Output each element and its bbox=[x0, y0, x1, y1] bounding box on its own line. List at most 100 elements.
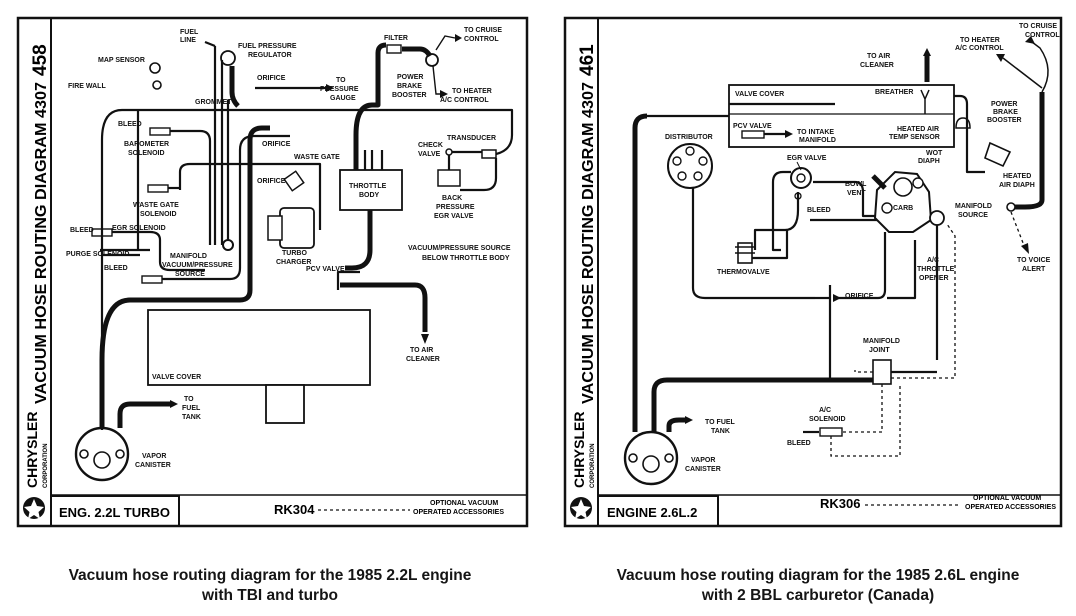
valve-cover bbox=[728, 84, 955, 148]
ac-throttle-opener bbox=[929, 210, 945, 226]
fuel-tank-arrowhead bbox=[685, 416, 693, 424]
cruise-arrowhead bbox=[455, 34, 462, 42]
heater-label-2: A/C CONTROL bbox=[955, 45, 1004, 52]
caption-right-line-1: Vacuum hose routing diagram for the 1985… bbox=[616, 567, 1020, 584]
back-pressure-label-3: EGR VALVE bbox=[434, 213, 474, 220]
bowl-vent-label-1: BOWL bbox=[845, 181, 867, 188]
to-gauge-label-2: PRESSURE bbox=[320, 86, 359, 93]
fuel-tank-label-2: TANK bbox=[711, 428, 730, 435]
pcv-label: PCV VALVE bbox=[733, 123, 772, 130]
map-sensor-label: MAP SENSOR bbox=[98, 57, 145, 64]
to-gauge-label-1: TO bbox=[336, 77, 346, 84]
turbo-label-1: TURBO bbox=[282, 250, 307, 257]
air-cleaner-arrowhead bbox=[421, 334, 429, 344]
back-pressure-label-2: PRESSURE bbox=[436, 204, 475, 211]
brake-label-3: BOOSTER bbox=[987, 117, 1022, 124]
barometer-label-1: BAROMETER bbox=[124, 141, 169, 148]
wot-label-2: DIAPH bbox=[918, 158, 940, 165]
breather-icon bbox=[920, 89, 930, 114]
pentastar-logo bbox=[23, 497, 45, 519]
pentastar-logo bbox=[570, 497, 592, 519]
diagram-number: 458 bbox=[30, 44, 51, 76]
heater-hose bbox=[1002, 57, 1043, 89]
cruise-label-1: TO CRUISE bbox=[1019, 23, 1057, 30]
pcv-valve bbox=[741, 130, 765, 139]
fuel-regulator-label-1: FUEL PRESSURE bbox=[238, 43, 297, 50]
check-valve-label-2: VALVE bbox=[418, 151, 441, 158]
to-gauge-label-3: GAUGE bbox=[330, 95, 356, 102]
heater-label-1: TO HEATER bbox=[452, 88, 492, 95]
brake-label-2: BRAKE bbox=[397, 83, 422, 90]
air-cleaner-arrowhead bbox=[923, 48, 931, 56]
valve-cover-label: VALVE COVER bbox=[152, 374, 201, 381]
heated-diaph-label-1: HEATED bbox=[1003, 173, 1031, 180]
manifold-joint bbox=[872, 359, 892, 385]
vacuum-source-label-1: VACUUM/PRESSURE SOURCE bbox=[408, 245, 511, 252]
bleed-label-3: BLEED bbox=[104, 265, 128, 272]
to-cruise-label-2: CONTROL bbox=[464, 36, 499, 43]
gauge-arrowhead bbox=[326, 84, 334, 92]
back-pressure-egr-valve bbox=[437, 169, 461, 187]
filter bbox=[386, 44, 402, 54]
caption-left-line-2: with TBI and turbo bbox=[201, 587, 339, 604]
engine-label: ENGINE 2.6L.2 bbox=[607, 505, 697, 520]
ac-solenoid-label-2: SOLENOID bbox=[809, 416, 846, 423]
wastegate-actuator bbox=[283, 170, 305, 192]
side-title: VACUUM HOSE ROUTING DIAGRAM 4307 bbox=[580, 82, 597, 404]
heated-diaph-label-2: AIR DIAPH bbox=[999, 182, 1035, 189]
fire-wall-label: FIRE WALL bbox=[68, 83, 106, 90]
fuel-tank-label-1: TO FUEL bbox=[705, 419, 736, 426]
manifold-source-label-2: SOURCE bbox=[958, 212, 988, 219]
heated-sensor-label-2: TEMP SENSOR bbox=[889, 134, 940, 141]
legend-line-2: OPERATED ACCESSORIES bbox=[965, 504, 1056, 511]
wastegate-solenoid-label-1: WASTE GATE bbox=[133, 202, 179, 209]
code-label: RK306 bbox=[820, 496, 860, 511]
vacuum-hoses-thin bbox=[100, 40, 514, 430]
vapor-canister bbox=[74, 426, 130, 482]
solenoid-manifold bbox=[222, 239, 234, 251]
ac-opener-label-2: THROTTLE bbox=[917, 266, 955, 273]
egr-pointer bbox=[796, 161, 802, 171]
check-valve bbox=[445, 148, 453, 156]
transducer bbox=[481, 149, 497, 159]
corporation: CORPORATION bbox=[43, 443, 49, 488]
voice-alert-label-1: TO VOICE bbox=[1017, 257, 1051, 264]
bleed-label-2: BLEED bbox=[787, 440, 811, 447]
vacuum-hoses-main bbox=[632, 56, 1045, 432]
grommet-label: GROMMET bbox=[195, 99, 232, 106]
filter-label: FILTER bbox=[384, 35, 408, 42]
map-sensor bbox=[149, 62, 161, 74]
throttle-body-label-2: BODY bbox=[359, 192, 380, 199]
diagram-frame bbox=[563, 16, 1063, 528]
heater-arrowhead bbox=[440, 90, 448, 98]
purge-solenoid bbox=[141, 275, 163, 284]
bleed-label-1: BLEED bbox=[807, 207, 831, 214]
orifice-top-label: ORIFICE bbox=[257, 75, 286, 82]
barometer-label-2: SOLENOID bbox=[128, 150, 165, 157]
bleed-label-1: BLEED bbox=[118, 121, 142, 128]
wastegate-solenoid bbox=[147, 184, 169, 193]
breather-label: BREATHER bbox=[875, 89, 913, 96]
legend-line-1: OPTIONAL VACUUM bbox=[973, 495, 1041, 502]
fuel-line-label-1: FUEL bbox=[180, 29, 199, 36]
intake-arrowhead bbox=[785, 130, 793, 138]
brake-label-1: POWER bbox=[991, 101, 1017, 108]
brand: CHRYSLER bbox=[24, 412, 40, 489]
check-valve-label-1: CHECK bbox=[418, 142, 443, 149]
manifold-source-label-1: MANIFOLD bbox=[170, 253, 207, 260]
bleed-label-2: BLEED bbox=[70, 227, 94, 234]
back-pressure-label-1: BACK bbox=[442, 195, 462, 202]
engine-box bbox=[597, 495, 719, 527]
manifold-source-label-1: MANIFOLD bbox=[955, 203, 992, 210]
brand: CHRYSLER bbox=[571, 412, 587, 489]
cruise-arrow bbox=[435, 35, 456, 51]
manifold-source-label-2: VACUUM/PRESSURE bbox=[162, 262, 233, 269]
intake-label-2: MANIFOLD bbox=[799, 137, 836, 144]
cruise-arrowhead bbox=[1025, 36, 1035, 44]
purge-solenoid-label: PURGE SOLENOID bbox=[66, 251, 129, 258]
fuel-tank-label-3: TANK bbox=[182, 414, 201, 421]
turbo-label-2: CHARGER bbox=[276, 259, 311, 266]
diagram-frame bbox=[16, 16, 529, 528]
engine-label: ENG. 2.2L TURBO bbox=[59, 505, 170, 520]
caption-left-line-1: Vacuum hose routing diagram for the 1985… bbox=[68, 567, 472, 584]
